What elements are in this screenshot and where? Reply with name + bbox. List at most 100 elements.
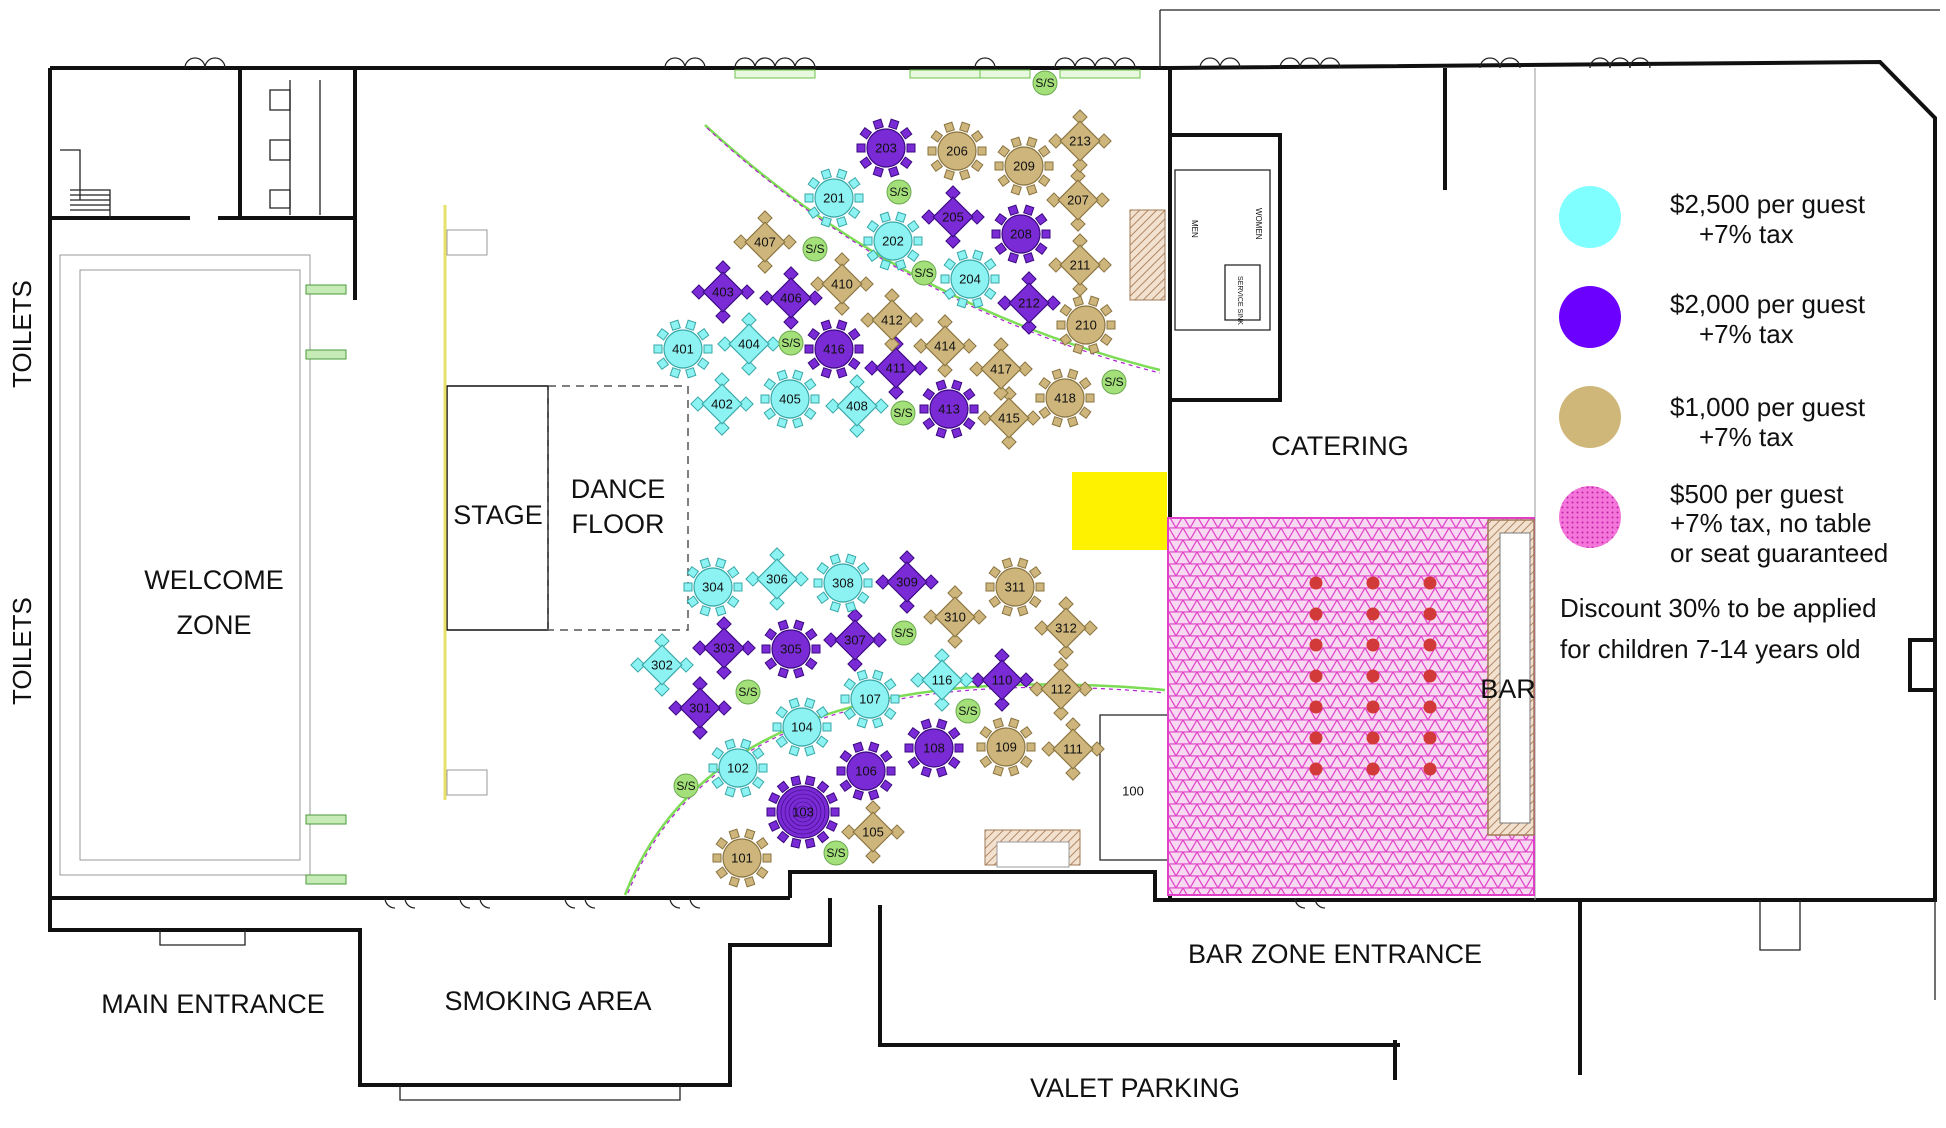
table-101[interactable]: 101 [712,828,772,888]
table-307[interactable]: 307 [823,608,887,672]
table-number: 303 [713,641,735,656]
table-number: 112 [1051,682,1072,697]
table-306[interactable]: 306 [745,547,809,611]
table-301[interactable]: 301 [668,676,732,740]
chair [943,258,957,271]
table-309[interactable]: 309 [875,550,939,614]
table-116[interactable]: 116 [910,648,974,712]
table-407[interactable]: 407 [733,210,797,274]
chair [1058,644,1074,660]
table-204[interactable]: 204 [940,249,1000,309]
table-201[interactable]: 201 [804,168,864,228]
table-208[interactable]: 208 [991,204,1051,264]
table-211[interactable]: 211 [1048,233,1112,297]
chair [1026,136,1038,148]
table-418[interactable]: 418 [1035,368,1095,428]
table-111[interactable]: 111 [1041,717,1105,781]
table-top [836,385,878,427]
table-304[interactable]: 304 [683,557,743,617]
table-110[interactable]: 110 [970,648,1034,712]
table-103[interactable]: 103 [766,775,840,849]
table-top [1052,728,1094,770]
table-213[interactable]: 213 [1048,109,1112,173]
table-102[interactable]: 102 [708,738,768,798]
table-406[interactable]: 406 [759,266,823,330]
table-number: 309 [896,575,918,590]
table-416[interactable]: 416 [804,319,864,379]
table-415[interactable]: 415 [977,386,1041,450]
table-410[interactable]: 410 [810,252,874,316]
chair [906,220,920,233]
chair [724,786,736,798]
window [305,814,347,825]
chair [920,718,932,730]
table-311[interactable]: 311 [985,557,1045,617]
bar-stool [1423,762,1437,776]
chair [745,571,761,587]
table-109[interactable]: 109 [976,717,1036,777]
table-302[interactable]: 302 [630,633,694,697]
door [1639,57,1651,69]
chair [863,236,873,246]
table-308[interactable]: 308 [813,553,873,613]
table-303[interactable]: 303 [692,616,756,680]
table-number: 116 [932,673,953,688]
table-number: 111 [1063,742,1083,757]
table-402[interactable]: 402 [690,372,754,436]
chair [847,177,861,190]
table-414[interactable]: 414 [913,314,977,378]
table-212[interactable]: 212 [997,271,1061,335]
table-203[interactable]: 203 [856,118,916,178]
service-station-label: S/S [1104,375,1123,389]
table-404[interactable]: 404 [717,312,781,376]
chair [872,118,884,130]
chair [836,766,846,776]
chair [807,177,821,190]
table-108[interactable]: 108 [904,718,964,778]
bar-stool [1366,607,1380,621]
table-403[interactable]: 403 [691,260,755,324]
table-top [850,679,890,719]
table-405[interactable]: 405 [760,369,820,429]
chair [1023,252,1035,264]
chair [936,718,948,730]
table-top [1008,282,1050,324]
table-207[interactable]: 207 [1046,168,1110,232]
chair [669,319,681,331]
chair [1041,229,1051,239]
chair [825,398,841,414]
table-401[interactable]: 401 [653,319,713,379]
table-305[interactable]: 305 [761,619,821,679]
table-105[interactable]: 105 [841,800,905,864]
table-202[interactable]: 202 [863,211,923,271]
door [754,57,766,69]
chair [954,743,964,753]
chair [883,678,897,691]
chair [994,696,1010,712]
table-number: 413 [938,402,960,417]
dance-floor-label-line2: FLOOR [571,509,664,539]
chair [728,828,740,840]
table-312[interactable]: 312 [1034,596,1098,660]
table-310[interactable]: 310 [923,585,987,649]
chair [1028,595,1042,608]
table-number: 418 [1054,391,1076,406]
chair [1034,213,1048,226]
chair [733,582,743,592]
table-107[interactable]: 107 [840,669,900,729]
table-417[interactable]: 417 [969,337,1033,401]
table-408[interactable]: 408 [825,374,889,438]
table-209[interactable]: 209 [994,136,1054,196]
table-412[interactable]: 412 [860,288,924,352]
table-104[interactable]: 104 [772,697,832,757]
table-206[interactable]: 206 [927,121,987,181]
chair [868,789,880,801]
table-210[interactable]: 210 [1056,295,1116,355]
bar-stool [1423,731,1437,745]
table-205[interactable]: 205 [921,185,985,249]
table-106[interactable]: 106 [836,741,896,801]
table-413[interactable]: 413 [919,379,979,439]
chair [1094,192,1110,208]
chair [994,242,1008,255]
table-112[interactable]: 112 [1029,657,1093,721]
